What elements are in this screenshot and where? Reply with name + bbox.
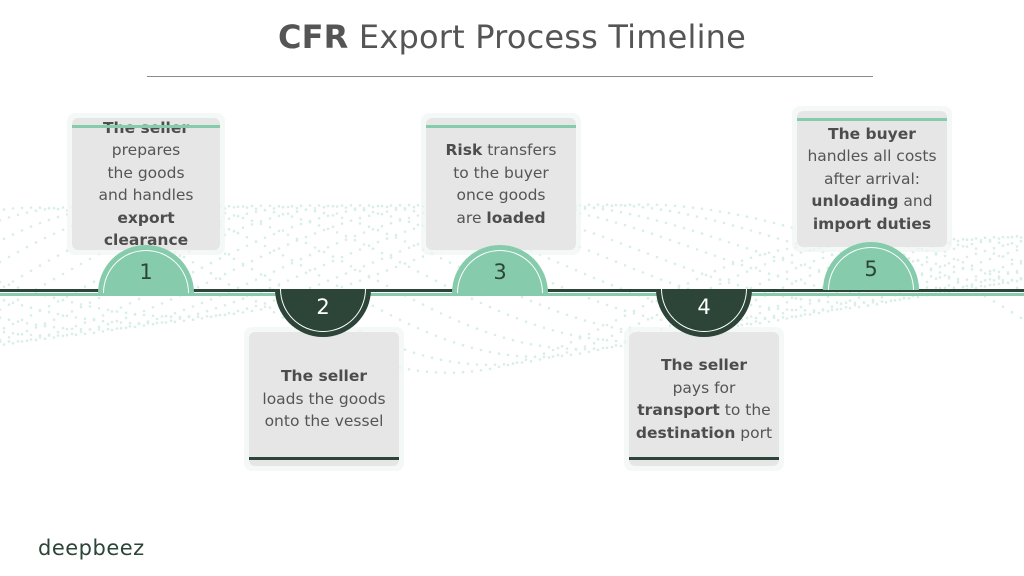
step-text-line: are loaded xyxy=(445,207,556,230)
step-text-regular: onto the vessel xyxy=(264,412,384,431)
step-text-bold: The seller xyxy=(660,356,748,374)
step-text-bold: The buyer xyxy=(828,124,916,143)
step-text-bold: export clearance xyxy=(103,208,189,250)
step-text-line: and handles xyxy=(74,184,218,207)
step-number: 3 xyxy=(493,260,507,284)
step-text-bold: The seller xyxy=(280,367,368,386)
step-text-regular: handles all costs xyxy=(807,147,937,166)
timeline-line-light xyxy=(0,293,1024,296)
step-card-2: The seller loads the goods onto the vessel xyxy=(244,327,404,471)
card-accent xyxy=(72,125,220,128)
step-text-2: The seller loads the goods onto the vessel xyxy=(260,365,387,433)
step-text-bold: destination xyxy=(635,423,736,442)
step-number: 2 xyxy=(316,295,330,319)
step-text-line: loads the goods xyxy=(262,388,385,411)
card-accent xyxy=(249,457,399,460)
step-text-regular: and handles xyxy=(98,186,194,204)
step-number: 4 xyxy=(697,295,711,319)
step-text-line: once goods xyxy=(445,184,556,207)
step-text-line: pays for xyxy=(636,377,772,400)
step-text-bold: loaded xyxy=(486,208,546,227)
step-text-regular: the goods xyxy=(107,163,185,182)
title-bold: CFR xyxy=(277,18,349,56)
step-text-line: import duties xyxy=(807,213,936,236)
step-text-bold: import duties xyxy=(812,214,932,233)
title-divider xyxy=(147,76,873,77)
step-text-line: transport to the xyxy=(636,399,772,422)
step-text-regular: to the buyer xyxy=(453,163,549,182)
step-text-regular: are xyxy=(456,208,487,227)
step-text-regular: loads the goods xyxy=(262,389,386,408)
step-text-line: The seller xyxy=(636,354,772,377)
step-number: 1 xyxy=(139,260,153,284)
page-title: CFR Export Process Timeline xyxy=(0,18,1024,56)
step-text-regular: and xyxy=(898,192,933,211)
step-number: 5 xyxy=(864,257,878,281)
card-accent xyxy=(426,125,576,128)
step-text-regular: once goods xyxy=(456,186,546,204)
step-text-bold: transport xyxy=(637,401,720,419)
step-text-regular: port xyxy=(735,423,773,442)
step-text-line: handles all costs xyxy=(807,145,936,168)
step-text-regular: prepares xyxy=(111,141,181,159)
step-text-line: The seller xyxy=(262,365,385,388)
step-text-line: destination port xyxy=(636,422,772,445)
step-card-5: The buyer handles all costs after arrival:… xyxy=(792,106,952,252)
step-text-line: The buyer xyxy=(807,123,936,146)
card-accent xyxy=(629,457,779,460)
step-text-line: onto the vessel xyxy=(262,410,385,433)
step-text-line: export clearance xyxy=(74,207,218,252)
step-text-regular: to the xyxy=(719,401,771,419)
step-text-regular: transfers xyxy=(482,141,557,159)
step-text-bold: Risk xyxy=(445,141,483,159)
step-text-line: to the buyer xyxy=(445,162,556,185)
step-text-bold: unloading xyxy=(811,192,899,211)
step-text-line: the goods xyxy=(74,162,218,185)
step-text-line: prepares xyxy=(74,139,218,162)
step-text-regular: pays for xyxy=(672,378,736,397)
step-text-5: The buyer handles all costs after arrival:… xyxy=(805,123,938,236)
step-text-line: after arrival: xyxy=(807,168,936,191)
step-text-line: unloading and xyxy=(807,190,936,213)
deepbeez-logo: deepbeez xyxy=(38,536,145,560)
step-text-regular: after arrival: xyxy=(823,169,921,188)
card-accent xyxy=(797,118,947,121)
step-text-line: Risk transfers xyxy=(445,139,556,162)
title-rest: Export Process Timeline xyxy=(358,18,747,56)
